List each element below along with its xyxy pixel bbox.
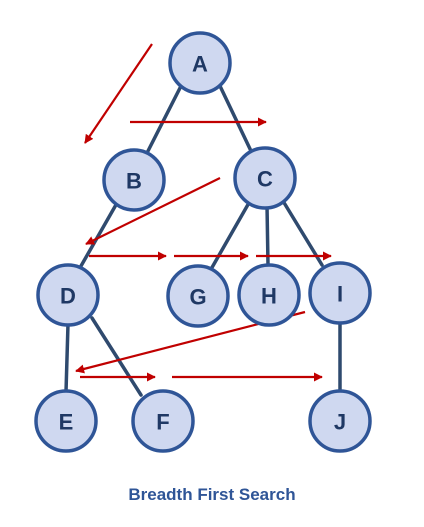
arrow-c-to-d: [85, 177, 221, 245]
node-g: G: [166, 264, 230, 328]
node-f-circle: [131, 389, 195, 453]
node-i-circle: [308, 261, 372, 325]
node-d-label: D: [60, 284, 76, 309]
node-c: C: [233, 146, 297, 210]
edge-b-d: [79, 201, 119, 268]
node-h-label: H: [261, 284, 277, 309]
node-h: H: [237, 263, 301, 327]
node-f: F: [131, 389, 195, 453]
edge-c-i: [281, 199, 324, 267]
node-c-circle: [233, 146, 297, 210]
node-b-label: B: [126, 169, 142, 194]
node-g-label: G: [189, 285, 206, 310]
edge-a-c: [218, 84, 253, 153]
node-d: D: [36, 263, 100, 327]
node-e: E: [34, 389, 98, 453]
node-e-circle: [34, 389, 98, 453]
node-j: J: [308, 389, 372, 453]
node-d-circle: [36, 263, 100, 327]
node-b-circle: [102, 148, 166, 212]
node-e-label: E: [59, 410, 74, 435]
node-h-circle: [237, 263, 301, 327]
edge-c-g: [208, 199, 252, 273]
diagram-caption: Breadth First Search: [128, 485, 295, 504]
edge-d-e: [64, 322, 70, 394]
tree-edges: [64, 84, 342, 397]
node-f-label: F: [156, 410, 169, 435]
node-a-label: A: [192, 52, 208, 77]
node-j-circle: [308, 389, 372, 453]
node-a-circle: [168, 31, 232, 95]
node-a: A: [168, 31, 232, 95]
tree-nodes: A B C D G H I E: [34, 31, 372, 453]
node-c-label: C: [257, 167, 273, 192]
edge-a-b: [146, 84, 183, 153]
node-g-circle: [166, 264, 230, 328]
arrow-start-to-b-level: [84, 43, 153, 144]
edge-d-f: [90, 316, 143, 397]
node-b: B: [102, 148, 166, 212]
node-j-label: J: [334, 410, 346, 435]
node-i-label: I: [337, 282, 343, 307]
node-i: I: [308, 261, 372, 325]
